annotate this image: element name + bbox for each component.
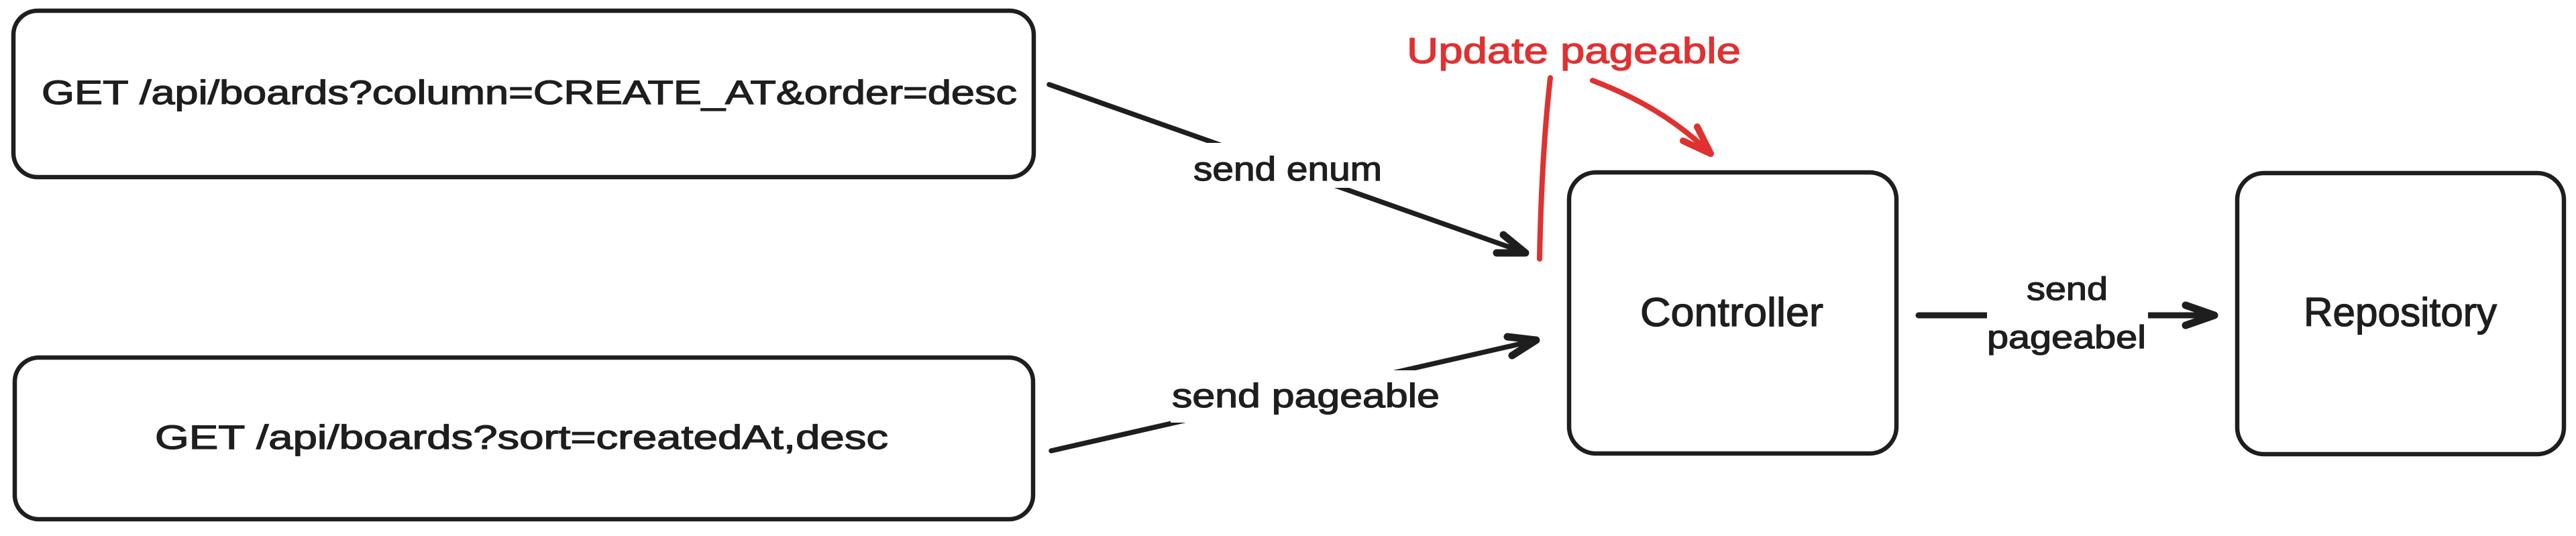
svg-text:send enum: send enum xyxy=(1193,150,1382,188)
svg-text:pageabel: pageabel xyxy=(1987,320,2146,356)
svg-text:send pageable: send pageable xyxy=(1172,377,1440,415)
svg-text:send: send xyxy=(2027,272,2108,307)
svg-text:Controller: Controller xyxy=(1640,290,1823,335)
svg-text:Update pageable: Update pageable xyxy=(1407,31,1741,71)
svg-text:GET /api/boards?sort=createdAt: GET /api/boards?sort=createdAt,desc xyxy=(155,419,888,456)
svg-text:Repository: Repository xyxy=(2304,290,2497,335)
svg-text:GET /api/boards?column=CREATE_: GET /api/boards?column=CREATE_AT&order=d… xyxy=(42,74,1017,111)
